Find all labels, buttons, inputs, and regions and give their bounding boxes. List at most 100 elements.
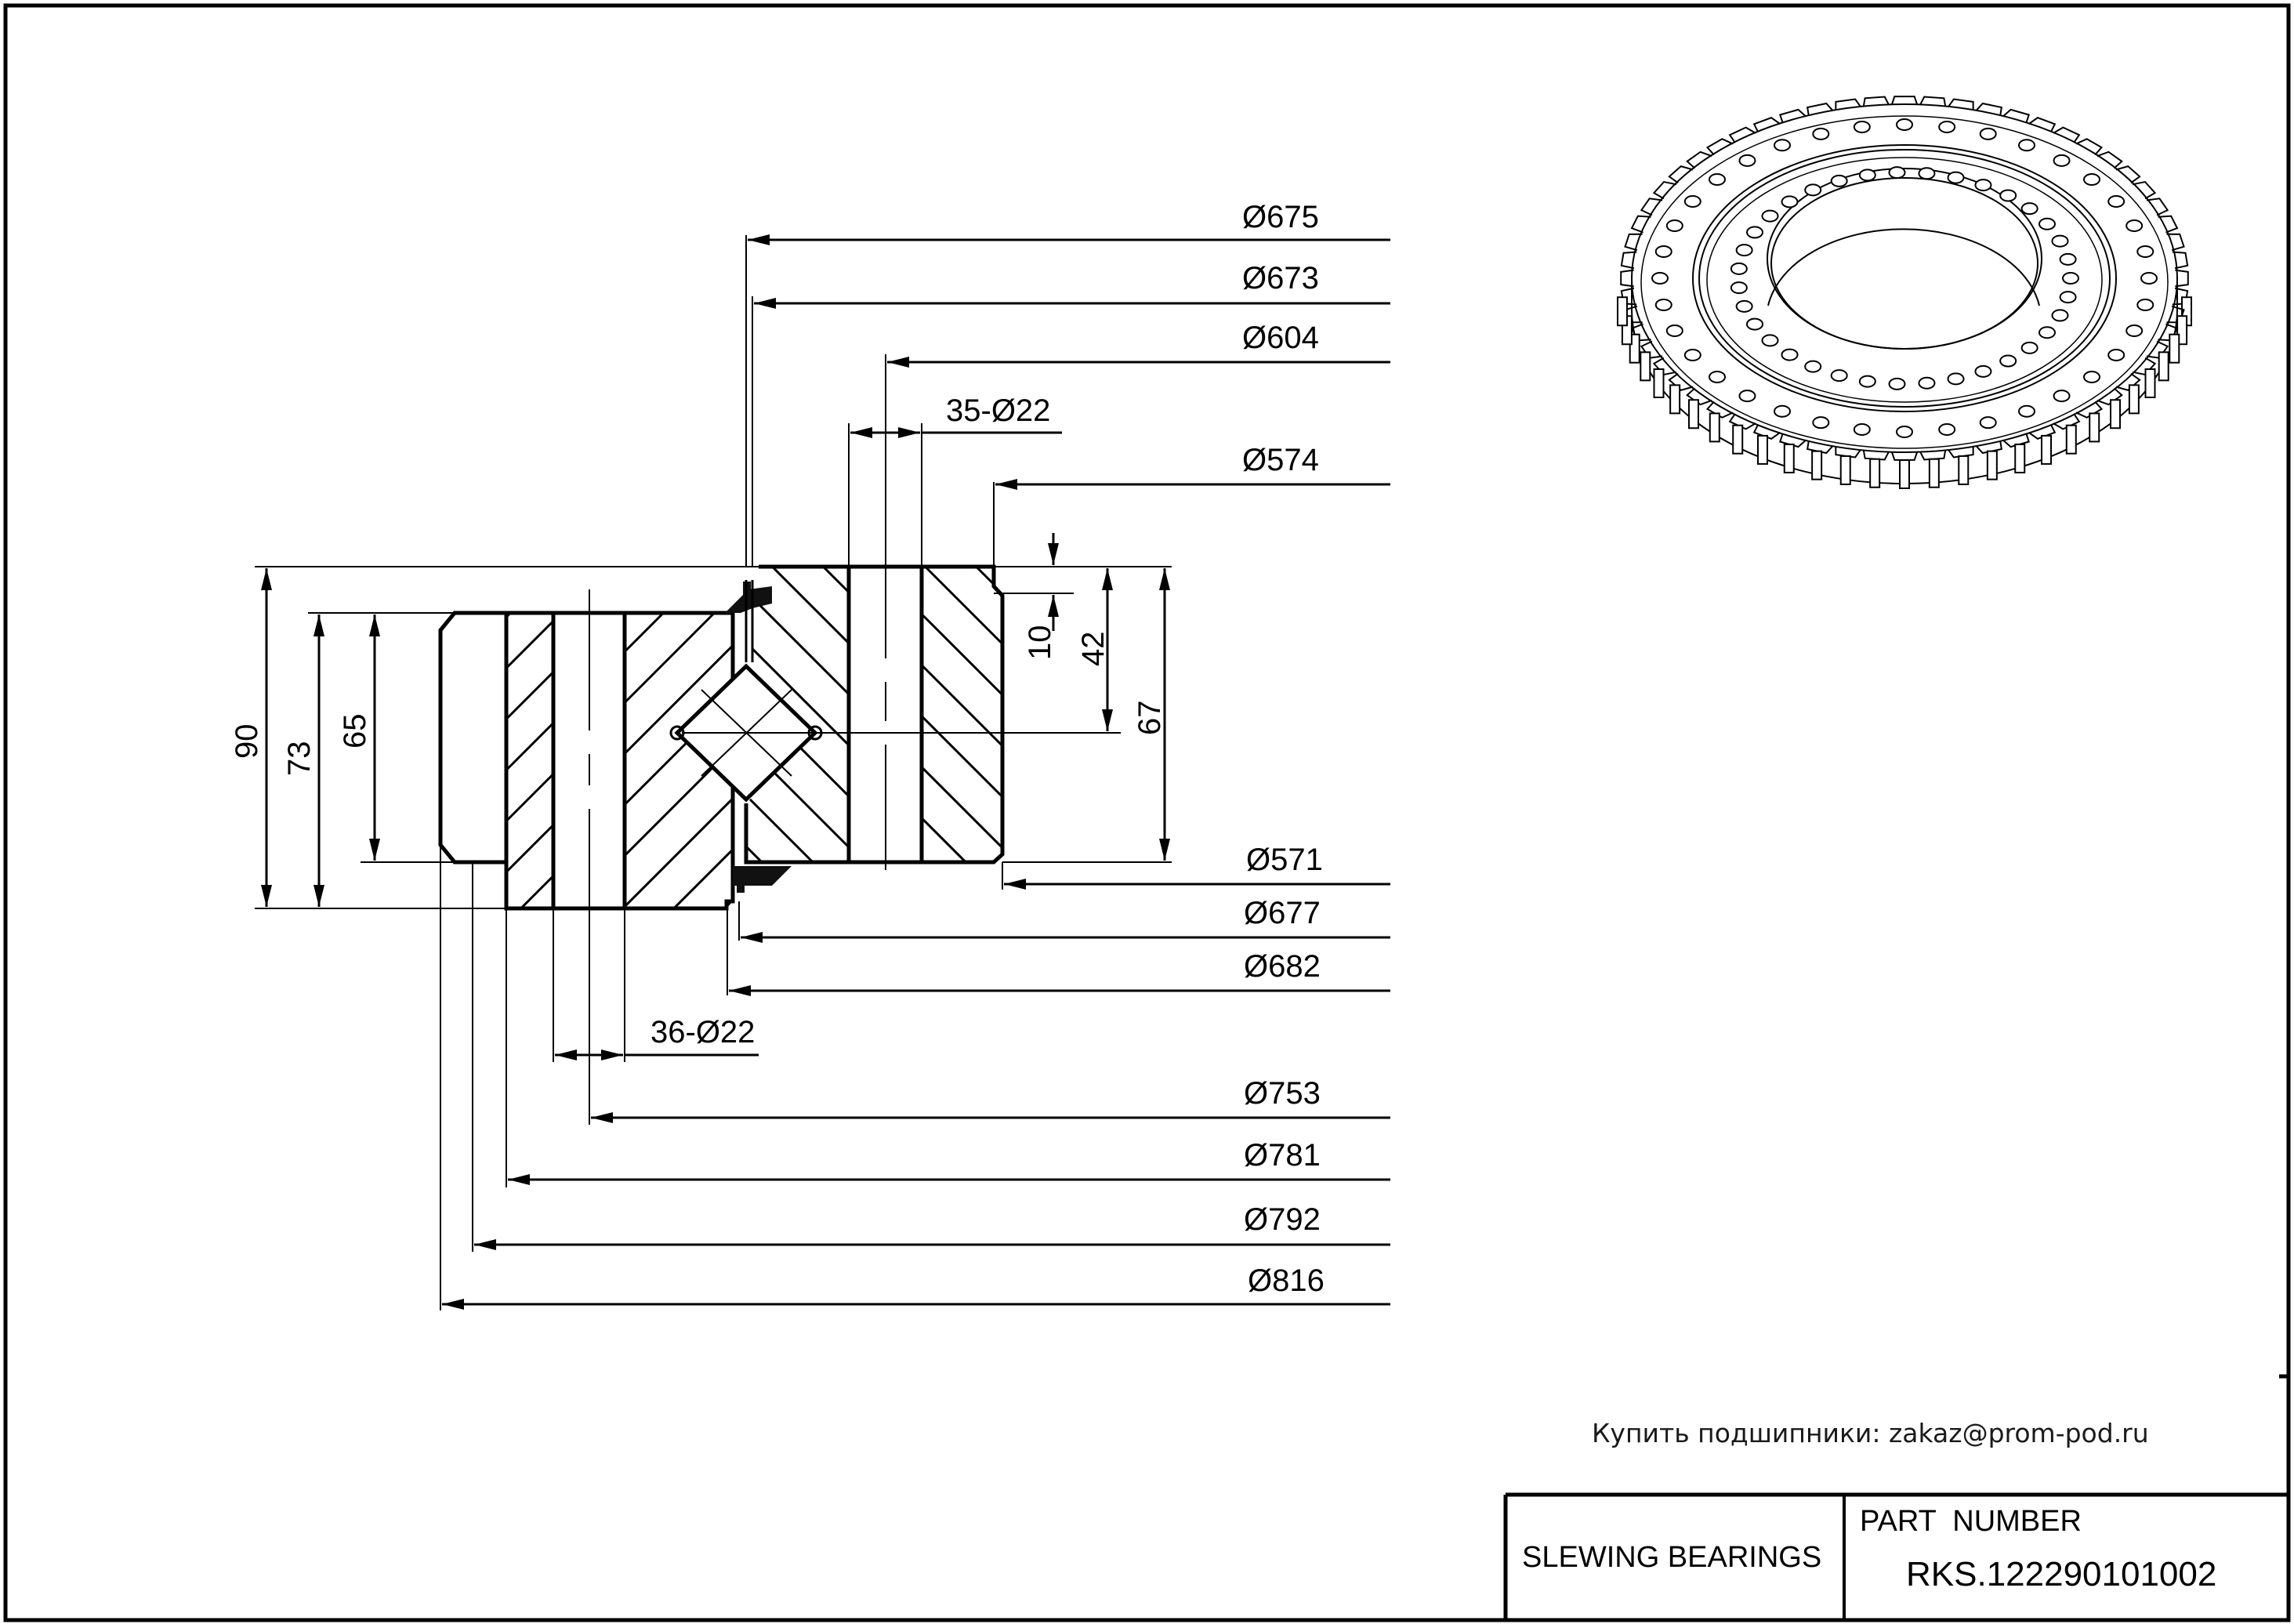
dim-height-90: 90: [230, 724, 264, 759]
category-label: SLEWING BEARINGS: [1522, 1541, 1821, 1574]
bolt-holes: [1651, 118, 2158, 438]
inner-bolt-hole: [1804, 360, 1822, 373]
outer-bolt-hole: [1774, 404, 1791, 418]
gear-tooth-side: [1757, 434, 1768, 465]
gear-tooth: [1624, 233, 1643, 252]
gear-tooth-side: [2169, 333, 2180, 364]
inner-bolt-hole: [1974, 179, 1992, 192]
outer-bolt-hole: [1774, 139, 1791, 152]
outer-bolt-hole: [1938, 120, 1956, 133]
gear-tooth-side: [1839, 455, 1851, 485]
inner-bolt-hole: [1730, 281, 1748, 295]
gear-tooth-side: [2065, 424, 2077, 455]
dim-753: Ø753: [1244, 1076, 1321, 1111]
dim-height-67: 67: [1133, 701, 1167, 736]
outer-bolt-hole: [2136, 245, 2154, 258]
dim-677: Ø677: [1244, 896, 1321, 930]
outer-bolt-hole: [2083, 173, 2101, 187]
gear-tooth-side: [2110, 399, 2122, 430]
gear-tooth: [2132, 180, 2157, 200]
gear-tooth-side: [1811, 450, 1823, 480]
gear-tooth-side: [2089, 412, 2100, 443]
outer-bolt-hole: [1708, 370, 1726, 383]
gear-tooth: [1652, 180, 1677, 200]
gear-tooth-side: [1783, 443, 1795, 473]
inner-ring-outline: [744, 564, 1005, 865]
inner-bolt-hole: [1830, 369, 1848, 382]
dim-571: Ø571: [1246, 843, 1323, 877]
gear-tooth-side: [1687, 399, 1699, 430]
gear-tooth-side: [1616, 296, 1628, 327]
outer-bolt-hole: [2053, 154, 2071, 167]
inner-bolt-hole: [1730, 262, 1748, 275]
dim-inner-holes: 35-Ø22: [946, 393, 1050, 428]
gear-tooth-side: [1986, 450, 1998, 480]
outer-bolt-hole: [1979, 127, 1997, 140]
outer-bolt-hole: [1708, 173, 1726, 187]
gear-tooth: [2002, 108, 2030, 124]
gear-teeth: [1616, 96, 2193, 489]
gear-tooth-side: [1899, 459, 1910, 489]
gear-tooth: [1948, 98, 1974, 111]
dim-604: Ø604: [1242, 321, 1319, 355]
gear-tooth-side: [1669, 384, 1681, 415]
inner-bolt-hole: [2020, 202, 2039, 216]
gear-tooth: [1668, 165, 1694, 184]
inner-bolt-hole: [2051, 309, 2069, 322]
inner-bolt-hole: [2059, 252, 2077, 266]
drawing-frame: [3, 3, 2291, 1622]
gear-tooth-side: [2144, 368, 2156, 398]
inner-bolt-hole: [1974, 364, 1992, 378]
dim-675: Ø675: [1242, 200, 1319, 234]
gear-tooth: [2075, 138, 2104, 156]
gear-tooth: [2096, 150, 2123, 169]
inner-bolt-hole: [1918, 167, 1936, 180]
inner-bolt-hole: [2062, 272, 2079, 285]
inner-bolt-hole: [1888, 377, 1906, 390]
inner-bolt-hole: [1781, 195, 1799, 208]
gear-tooth: [1779, 108, 1807, 124]
inner-bolt-hole: [1999, 354, 2017, 368]
outer-bolt-hole: [1654, 245, 1672, 258]
dim-height-73: 73: [282, 741, 317, 777]
inner-bolt-hole: [1761, 209, 1779, 223]
gear-tooth-side: [1928, 458, 1940, 488]
gear-tooth: [1807, 102, 1834, 116]
gear-tooth: [2166, 233, 2185, 252]
gear-tooth-side: [2158, 351, 2169, 382]
inner-bolt-hole: [1947, 372, 1965, 386]
outer-bolt-hole: [2107, 195, 2125, 208]
dim-height-10: 10: [1023, 625, 1057, 661]
diameter-dimensions: Ø675 Ø673 Ø604 Ø574 35-Ø22 Ø571 Ø677 Ø68…: [442, 200, 1390, 1310]
inner-bolt-hole: [1947, 171, 1965, 184]
gear-tooth: [2172, 251, 2189, 270]
inner-bolt-hole: [1918, 376, 1936, 390]
inner-bolt-hole: [2051, 234, 2069, 248]
contact-note: Купить подшипники: zakaz@prom-pod.ru: [1592, 1418, 2149, 1448]
extension-lines: [255, 235, 1172, 1310]
gear-tooth-side: [1958, 455, 1970, 485]
gear-tooth: [2053, 126, 2081, 143]
gear-tooth: [2115, 165, 2141, 184]
outer-bolt-hole: [2125, 324, 2144, 338]
inner-ring-section-b: [922, 567, 1002, 862]
gear-tooth: [2146, 198, 2169, 216]
part-number-header: PART NUMBER: [1860, 1505, 2082, 1538]
outer-bolt-hole: [1665, 219, 1683, 232]
inner-bolt-hole: [1830, 174, 1848, 187]
outer-bolt-hole: [1665, 324, 1683, 338]
inner-bolt-hole: [1804, 183, 1822, 197]
gear-tooth: [1862, 96, 1890, 107]
gear-tooth-side: [1653, 368, 1665, 398]
dim-682: Ø682: [1244, 949, 1321, 984]
gear-tooth: [2158, 215, 2179, 234]
outer-bolt-hole: [2053, 390, 2071, 403]
outer-bolt-hole: [1812, 127, 1830, 140]
inner-bolt-hole: [2038, 326, 2056, 339]
gear-tooth: [1640, 198, 1663, 216]
gear-tooth-side: [2128, 384, 2140, 415]
gear-tooth: [1705, 138, 1734, 156]
gear-tooth-side: [2014, 443, 2026, 473]
inner-bolt-hole: [1858, 169, 1876, 182]
